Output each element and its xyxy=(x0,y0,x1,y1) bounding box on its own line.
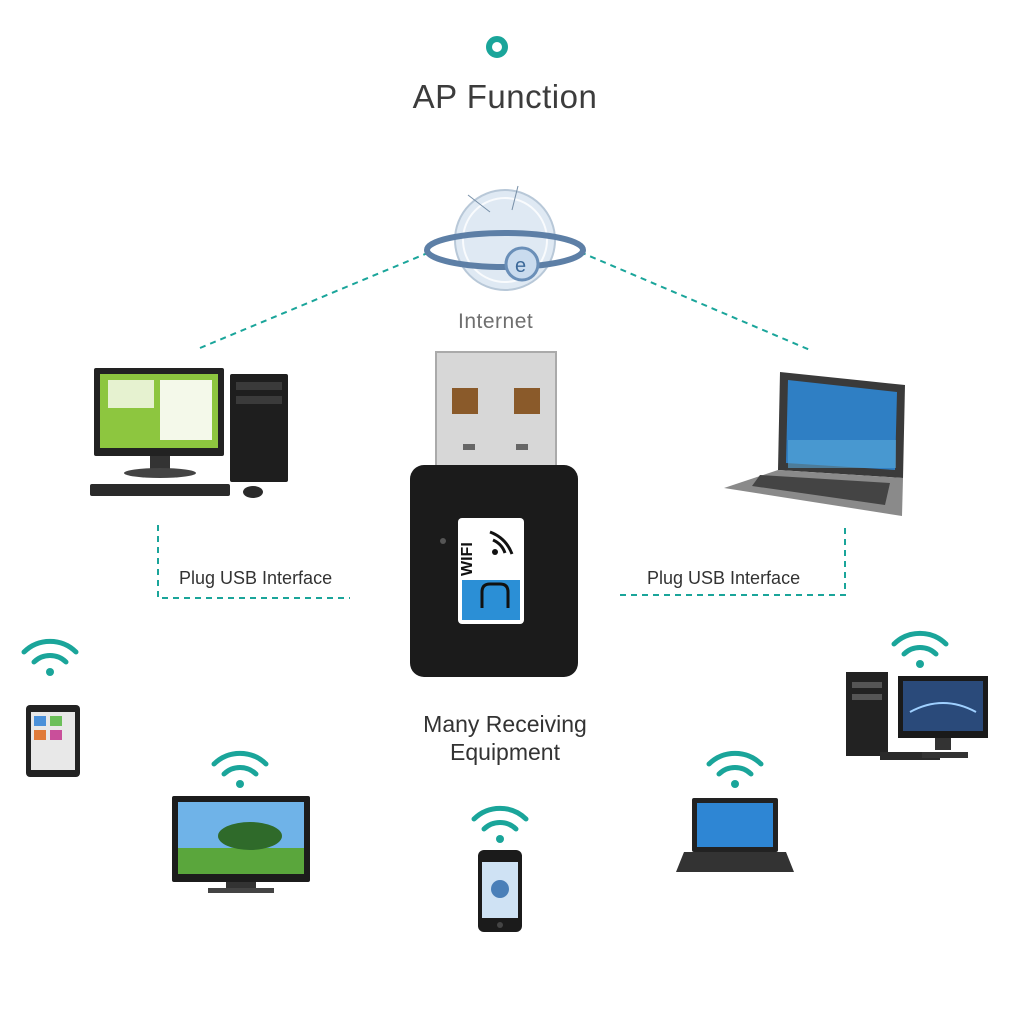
receiving-equipment-label: Many Receiving Equipment xyxy=(380,710,630,766)
desktop-set-icon xyxy=(846,672,988,760)
right-usb-interface-label: Plug USB Interface xyxy=(647,568,801,588)
tv-monitor-icon xyxy=(172,796,310,893)
svg-text:e: e xyxy=(515,255,526,277)
left-usb-interface-label: Plug USB Interface xyxy=(179,568,333,588)
title-ring-icon xyxy=(486,36,508,58)
connector-internet-left xyxy=(199,251,431,349)
connector-left-usb xyxy=(157,525,350,599)
wifi-icon xyxy=(471,805,529,843)
smartphone-icon xyxy=(478,850,522,932)
desktop-computer-icon xyxy=(90,368,288,498)
adapter-wifi-label: WIFI xyxy=(459,542,476,576)
connector-right-usb xyxy=(620,525,846,596)
internet-globe-icon: e xyxy=(424,185,586,291)
wifi-icon xyxy=(891,630,949,668)
small-laptop-icon xyxy=(676,798,794,872)
wifi-icon xyxy=(211,750,269,788)
wifi-icon xyxy=(21,638,79,676)
receiving-label-line1: Many Receiving xyxy=(423,711,587,737)
usb-wifi-adapter-icon: WIFI xyxy=(410,351,578,677)
connector-internet-right xyxy=(579,251,811,351)
tablet-icon xyxy=(26,705,80,777)
laptop-computer-icon xyxy=(724,372,905,516)
wifi-icon xyxy=(706,750,764,788)
receiving-label-line2: Equipment xyxy=(450,739,560,765)
internet-label: Internet xyxy=(458,310,534,333)
connector-lines xyxy=(157,251,846,599)
page-title: AP Function xyxy=(412,78,598,115)
